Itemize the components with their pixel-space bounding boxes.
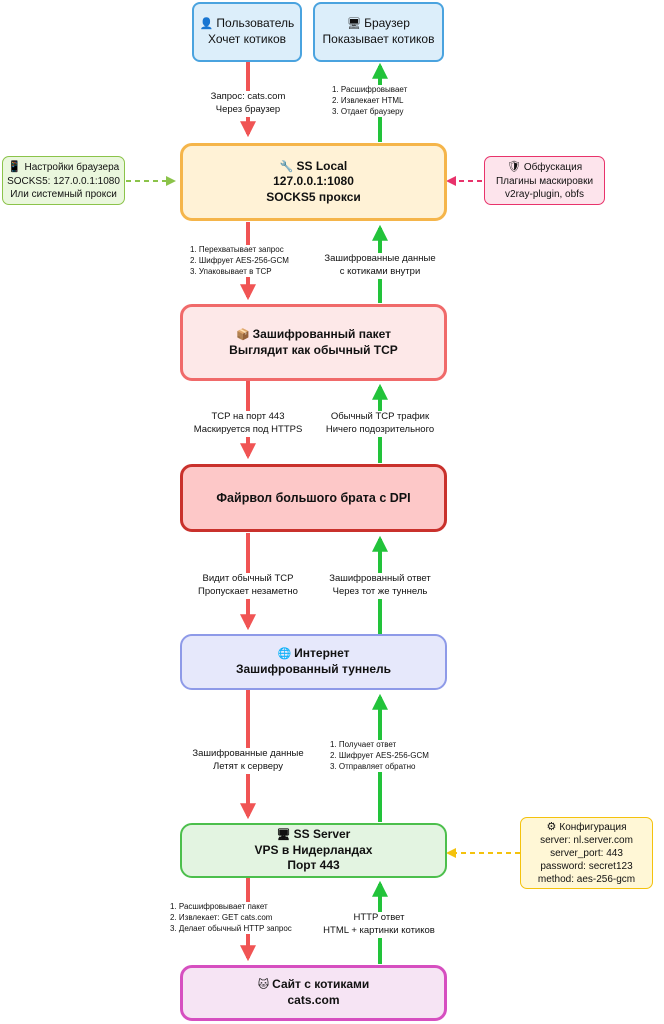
firewall-title: Файрвол большого брата с DPI — [216, 490, 411, 505]
monitor-icon: 🖥 — [347, 17, 362, 31]
user-icon: 👤 — [199, 17, 214, 31]
config-server: server: nl.server.com — [540, 835, 633, 847]
config-method: method: aes-256-gcm — [537, 874, 636, 886]
browser-subtitle: Показывает котиков — [322, 32, 435, 46]
user-title: Пользователь — [216, 16, 295, 31]
ssserver-node: 🖥SS Server VPS в Нидерландах Порт 443 — [180, 823, 447, 878]
obfuscation-title: Обфускация — [523, 162, 583, 174]
packet-subtitle: Выглядит как обычный TCP — [229, 342, 398, 357]
shield-icon: 🛡 — [506, 160, 521, 174]
site-node: 🐱Сайт с котиками cats.com — [180, 965, 447, 1021]
firewall-node: Файрвол большого брата с DPI — [180, 464, 447, 532]
gear-icon: ⚙ — [546, 819, 557, 833]
internet-node: 🌐Интернет Зашифрованный туннель — [180, 634, 447, 690]
ssserver-location: VPS в Нидерландах — [254, 842, 373, 857]
browser-settings-title: Настройки браузера — [24, 162, 120, 174]
user-node: 👤Пользователь Хочет котиков — [192, 2, 302, 62]
browser-title: Браузер — [364, 16, 410, 31]
browser-settings-socks: SOCKS5: 127.0.0.1:1080 — [7, 175, 120, 187]
browser-settings-node: 📱Настройки браузера SOCKS5: 127.0.0.1:10… — [2, 156, 125, 205]
internet-title: Интернет — [294, 646, 350, 661]
obfuscation-node: 🛡Обфускация Плагины маскировки v2ray-plu… — [484, 156, 605, 205]
internet-subtitle: Зашифрованный туннель — [235, 662, 392, 676]
browser-settings-system: Или системный прокси — [10, 188, 117, 200]
cat-icon: 🐱 — [257, 978, 270, 992]
config-title: Конфигурация — [559, 821, 627, 833]
obfuscation-list: v2ray-plugin, obfs — [505, 188, 584, 200]
monitor-icon: 🖥 — [276, 828, 291, 842]
site-domain: cats.com — [287, 993, 340, 1007]
config-node: ⚙Конфигурация server: nl.server.com serv… — [520, 817, 653, 889]
phone-icon: 📱 — [7, 160, 22, 174]
config-password: password: secret123 — [540, 861, 633, 873]
sslocal-title: SS Local — [296, 158, 348, 173]
sslocal-node: 🔧SS Local 127.0.0.1:1080 SOCKS5 прокси — [180, 143, 447, 221]
user-subtitle: Хочет котиков — [207, 32, 287, 46]
config-port: server_port: 443 — [550, 848, 623, 860]
browser-node: 🖥Браузер Показывает котиков — [313, 2, 444, 62]
ssserver-port: Порт 443 — [287, 858, 340, 873]
package-icon: 📦 — [235, 327, 250, 341]
sslocal-type: SOCKS5 прокси — [266, 189, 361, 204]
globe-icon: 🌐 — [277, 647, 292, 661]
wrench-icon: 🔧 — [279, 159, 294, 173]
sslocal-address: 127.0.0.1:1080 — [273, 174, 354, 189]
packet-node: 📦Зашифрованный пакет Выглядит как обычны… — [180, 304, 447, 381]
obfuscation-plugins: Плагины маскировки — [495, 175, 594, 187]
packet-title: Зашифрованный пакет — [252, 326, 392, 341]
ssserver-title: SS Server — [293, 827, 351, 842]
site-title: Сайт с котиками — [272, 977, 370, 992]
